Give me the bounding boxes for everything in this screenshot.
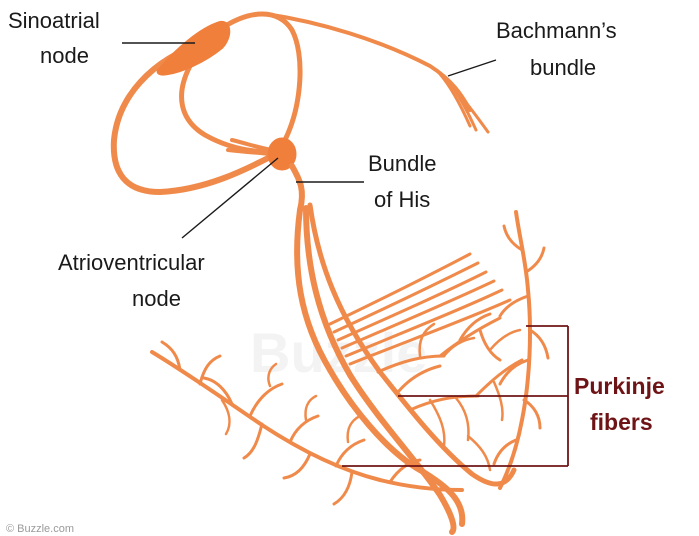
av-node-label-line2: node	[132, 286, 181, 311]
av-node-label-line1: Atrioventricular	[58, 250, 205, 275]
sa-node	[158, 22, 230, 75]
his-label-line2: of His	[374, 187, 430, 212]
purkinje-label-line1: Purkinje	[574, 373, 665, 399]
purkinje-label-line2: fibers	[590, 409, 653, 435]
his-label-line1: Bundle	[368, 151, 437, 176]
labels: Sinoatrial node Bachmann’s bundle Bundle…	[6, 8, 665, 535]
sa-node-label-line2: node	[40, 43, 89, 68]
sa-node-label-line1: Sinoatrial	[8, 8, 100, 33]
av-node-leader	[182, 158, 278, 238]
copyright-credit: © Buzzle.com	[6, 523, 74, 535]
bachmann-label-line2: bundle	[530, 55, 596, 80]
bachmann-label-line1: Bachmann’s	[496, 18, 617, 43]
bachmann-leader	[448, 60, 496, 76]
